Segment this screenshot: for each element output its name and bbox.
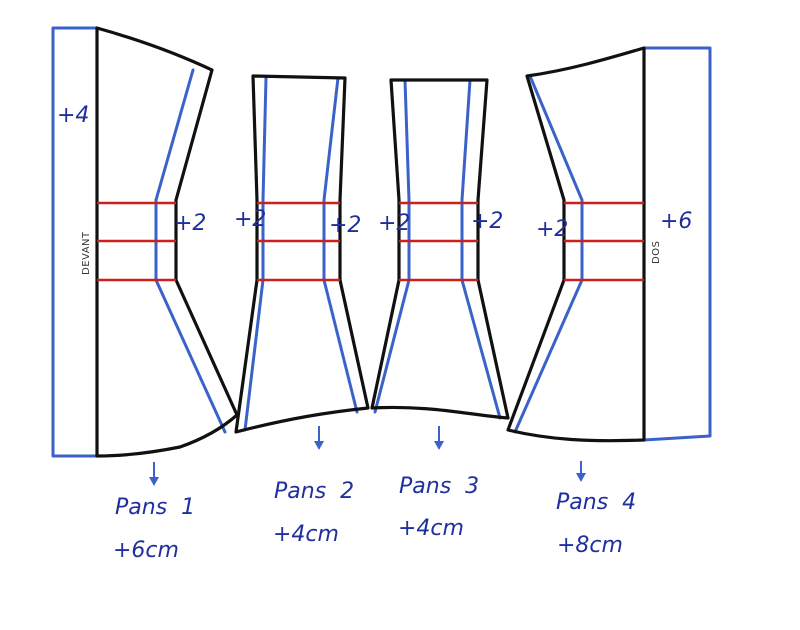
- pattern-outlines: [95, 26, 646, 458]
- seam-measure: +2: [536, 217, 568, 242]
- front-side-label: DEVANT: [81, 231, 92, 275]
- measurements: +4 +6 +2 +2 +2 +2 +2 +2: [57, 103, 692, 242]
- panel-4-outline: [506, 46, 646, 443]
- panel-2-name: Pans 2: [274, 479, 354, 504]
- arrow-down-icon: [434, 426, 444, 450]
- front-edge-measure: +4: [57, 103, 89, 128]
- panel-4-name: Pans 4: [556, 490, 636, 515]
- panel-2-outline: [234, 74, 370, 434]
- panel-4-amount: +8cm: [557, 533, 623, 558]
- seam-measure: +2: [329, 213, 361, 238]
- back-extension-line: [642, 46, 712, 442]
- panel-3-name: Pans 3: [399, 474, 479, 499]
- panel-4-seam-alteration: [513, 74, 584, 434]
- seam-measure: +2: [378, 211, 410, 236]
- panel-labels: Pans 1 +6cm Pans 2 +4cm Pans 3 +4cm Pans…: [113, 474, 636, 563]
- seam-measure: +2: [234, 207, 266, 232]
- front-extension-line: [51, 26, 99, 458]
- panel-arrows: [149, 426, 586, 486]
- panel-3-right-alteration: [460, 78, 502, 420]
- panel-2-amount: +4cm: [273, 522, 339, 547]
- back-edge-measure: +6: [660, 209, 692, 234]
- panel-1-amount: +6cm: [113, 538, 179, 563]
- seam-measure: +2: [471, 209, 503, 234]
- back-side-label: DOS: [651, 241, 662, 264]
- arrow-down-icon: [149, 462, 159, 486]
- arrow-down-icon: [314, 426, 324, 450]
- panel-1-outline: [95, 26, 239, 458]
- arrow-down-icon: [576, 461, 586, 482]
- panel-3-amount: +4cm: [398, 516, 464, 541]
- seam-measure: +2: [174, 211, 206, 236]
- panel-1-seam-alteration: [154, 68, 227, 434]
- panel-1-name: Pans 1: [115, 495, 195, 520]
- panel-3-outline: [370, 78, 510, 420]
- waist-guide-lines: [97, 201, 644, 282]
